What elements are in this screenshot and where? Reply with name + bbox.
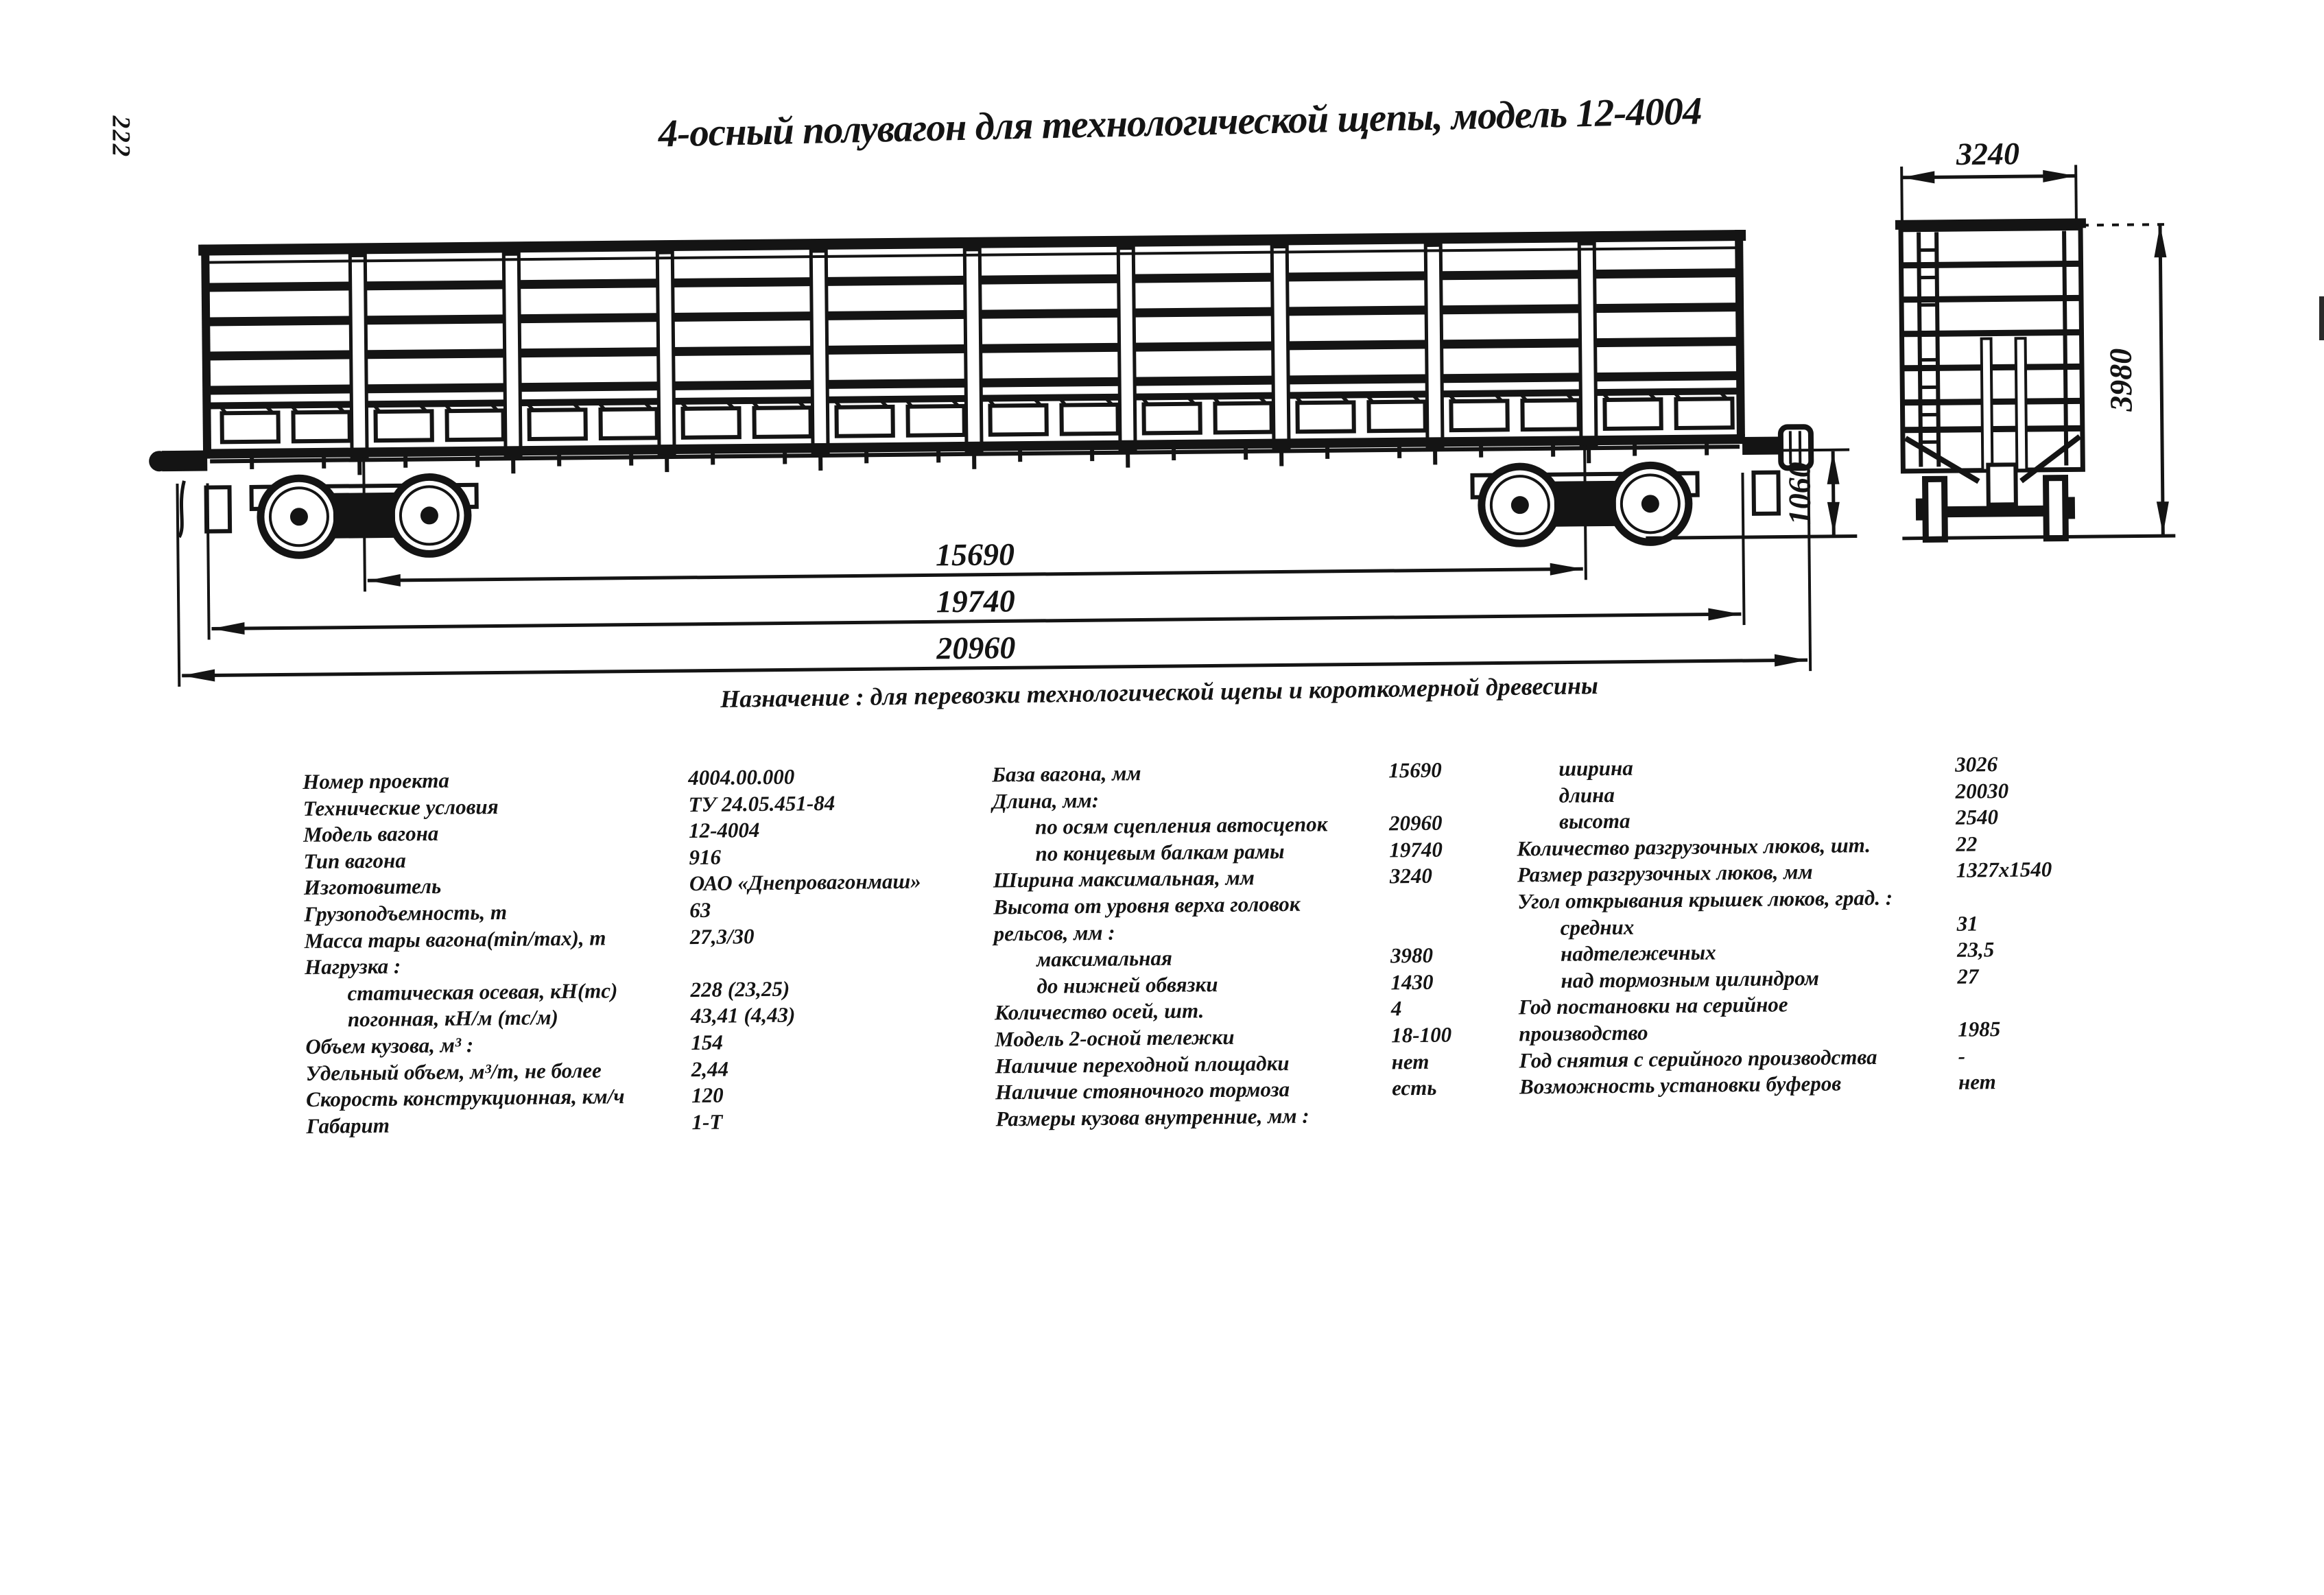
spec-label: Масса тары вагона(min/max), т [304,925,606,953]
spec-label: по осям сцепления автосцепок [1034,812,1328,839]
spec-value: 154 [691,1030,724,1055]
spec-value: 1-Т [691,1109,723,1134]
spec-label: средних [1560,914,1635,940]
spec-label: Возможность установки буферов [1519,1071,1842,1099]
spec-label: Грузоподъемность, т [304,899,508,926]
dim-end-height: 3980 [2103,348,2139,412]
spec-label: Ширина максимальная, мм [993,865,1255,893]
spec-label: Номер проекта [303,768,450,794]
spec-value: 916 [689,844,722,869]
dim-coupler-height: 1060 [1781,462,1817,525]
spec-label: Длина, мм: [992,788,1100,814]
spec-value: нет [1391,1049,1430,1074]
spec-label: над тормозным цилиндром [1561,965,1820,993]
spec-value: 2,44 [691,1056,729,1081]
spec-value: нет [1958,1070,1996,1094]
dim-frame-length: 19740 [936,583,1015,619]
spec-value: 27 [1957,964,1979,989]
spec-value: 4004.00.000 [688,764,795,790]
right-coupler [1742,424,1814,516]
spec-label: Высота от уровня верха головок [993,891,1301,919]
spec-label: Модель 2-осной тележки [995,1024,1235,1052]
spec-label: Модель вагона [303,821,439,847]
spec-label: Количество осей, шт. [994,998,1205,1025]
spec-value: есть [1391,1075,1437,1100]
spec-label: База вагона, мм [992,761,1141,787]
spec-label: Тип вагона [303,848,406,873]
spec-value: 23,5 [1956,937,1995,962]
spec-value: - [1958,1043,1966,1068]
spec-label: ширина [1558,755,1633,781]
spec-value: 3980 [1390,943,1434,968]
end-view-dimensions: 3240 3980 [1900,136,2173,535]
spec-value: 1327x1540 [1956,857,2052,883]
spec-label: Габарит [306,1113,390,1138]
spec-label: статическая осевая, кН(тс) [347,978,618,1006]
spec-label: длина [1558,782,1615,807]
spec-value: 63 [689,897,711,923]
spec-value: 2540 [1955,805,1999,829]
spec-label: максимальная [1036,945,1173,971]
spec-label: Год снятия с серийного производства [1519,1044,1877,1072]
spec-label: Наличие переходной площадки [995,1050,1290,1078]
spec-value: 43,41 (4,43) [690,1002,796,1028]
spec-label: Год постановки на серийное [1518,992,1788,1019]
spec-label: Размер разгрузочных люков, мм [1517,860,1813,887]
spec-label: Количество разгрузочных люков, шт. [1517,832,1871,861]
wagon-drawing: 15690 19740 20960 1060 [149,136,2176,687]
spec-label: до нижней обвязки [1036,971,1218,998]
spec-value: 20960 [1388,810,1443,836]
spec-label: Удельный объем, м³/т, не более [305,1057,602,1085]
spec-label: Нагрузка : [304,954,401,980]
spec-value: 1985 [1958,1017,2001,1041]
dim-coupler-length: 20960 [936,630,1015,665]
spec-label: Скорость конструкционная, км/ч [305,1084,625,1112]
spec-label: рельсов, мм : [993,920,1115,946]
spec-value: 15690 [1388,757,1442,783]
spec-label: Размеры кузова внутренние, мм : [995,1103,1309,1131]
spec-value: 12-4004 [688,818,760,843]
spec-value: 18-100 [1391,1022,1452,1048]
spec-label: по концевым балкам рамы [1035,838,1285,866]
spec-label: Объем кузова, м³ : [305,1032,474,1059]
spec-value: 31 [1956,910,1978,936]
spec-value: 3240 [1389,864,1433,888]
spec-label: погонная, кН/м (тс/м) [347,1005,558,1032]
spec-value: 228 (23,25) [690,976,790,1002]
spec-label: надтележечных [1560,940,1716,966]
spec-label: производство [1519,1020,1648,1046]
spec-value: ТУ 24.05.451-84 [688,790,835,816]
spec-value: 20030 [1955,778,2009,803]
spec-value: 120 [691,1083,724,1108]
spec-value: 1430 [1390,969,1434,995]
end-view [1895,218,2176,543]
spec-label: высота [1558,808,1631,834]
spec-value: 22 [1956,831,1978,856]
spec-label: Изготовитель [303,874,442,900]
side-view [149,229,1814,556]
dim-wheelbase: 15690 [936,536,1015,572]
spec-value: 19740 [1389,837,1443,862]
spec-value: 4 [1390,996,1402,1021]
spec-value: ОАО «Днепровагонмаш» [689,869,921,896]
scan-edge-artifact [2319,296,2324,340]
spec-label: Наличие стояночного тормоза [995,1077,1290,1104]
dim-end-width: 3240 [1956,136,2019,172]
spec-value: 27,3/30 [689,923,755,949]
spec-value: 3026 [1955,752,1998,777]
spec-label: Технические условия [303,794,499,820]
side-view-dimensions: 15690 19740 20960 1060 [176,445,1858,687]
spec-label: Угол открывания крышек люков, град. : [1517,885,1893,914]
